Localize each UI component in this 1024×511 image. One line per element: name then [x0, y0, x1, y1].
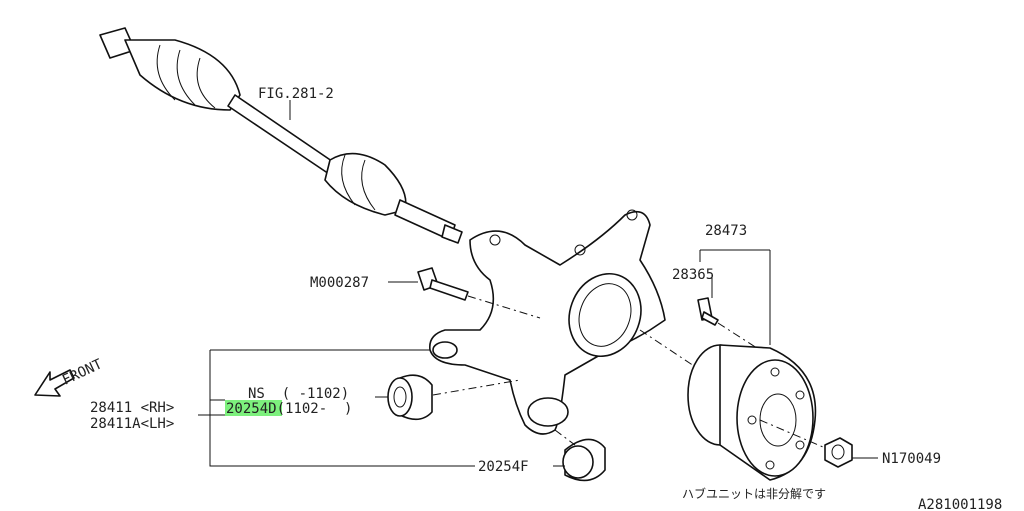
- hub-nut[interactable]: [824, 437, 853, 468]
- label-28473[interactable]: 28473: [705, 223, 747, 239]
- knuckle-housing[interactable]: [428, 209, 666, 435]
- label-n170049[interactable]: N170049: [882, 451, 941, 467]
- knuckle-bolt[interactable]: [417, 267, 469, 301]
- diagram-id: A281001198: [918, 497, 1002, 511]
- front-label: FRONT: [60, 356, 105, 389]
- drive-shaft[interactable]: [99, 27, 463, 244]
- label-28411-rh[interactable]: 28411 <RH>: [90, 400, 174, 416]
- highlight-20254d: [225, 400, 282, 416]
- label-28411a-lh[interactable]: 28411A<LH>: [90, 416, 174, 432]
- hub-note: ハブユニットは非分解です: [682, 486, 826, 501]
- bushing-20254f[interactable]: [562, 438, 606, 482]
- label-20254d-suffix: D(1102- ): [268, 401, 352, 417]
- label-20254f[interactable]: 20254F: [478, 459, 529, 475]
- label-20254d[interactable]: 20254D(1102- ): [226, 401, 352, 417]
- hub-unit[interactable]: [687, 344, 817, 481]
- label-m000287[interactable]: M000287: [310, 275, 369, 291]
- front-arrow-icon: [34, 369, 75, 397]
- label-28365[interactable]: 28365: [672, 267, 714, 283]
- label-fig-ref[interactable]: FIG.281-2: [258, 86, 334, 102]
- bushing-20254d[interactable]: [387, 374, 433, 421]
- label-ns-note: NS ( -1102): [248, 386, 349, 402]
- label-20254d-part[interactable]: 20254: [226, 401, 268, 417]
- hub-bolt[interactable]: [697, 297, 719, 326]
